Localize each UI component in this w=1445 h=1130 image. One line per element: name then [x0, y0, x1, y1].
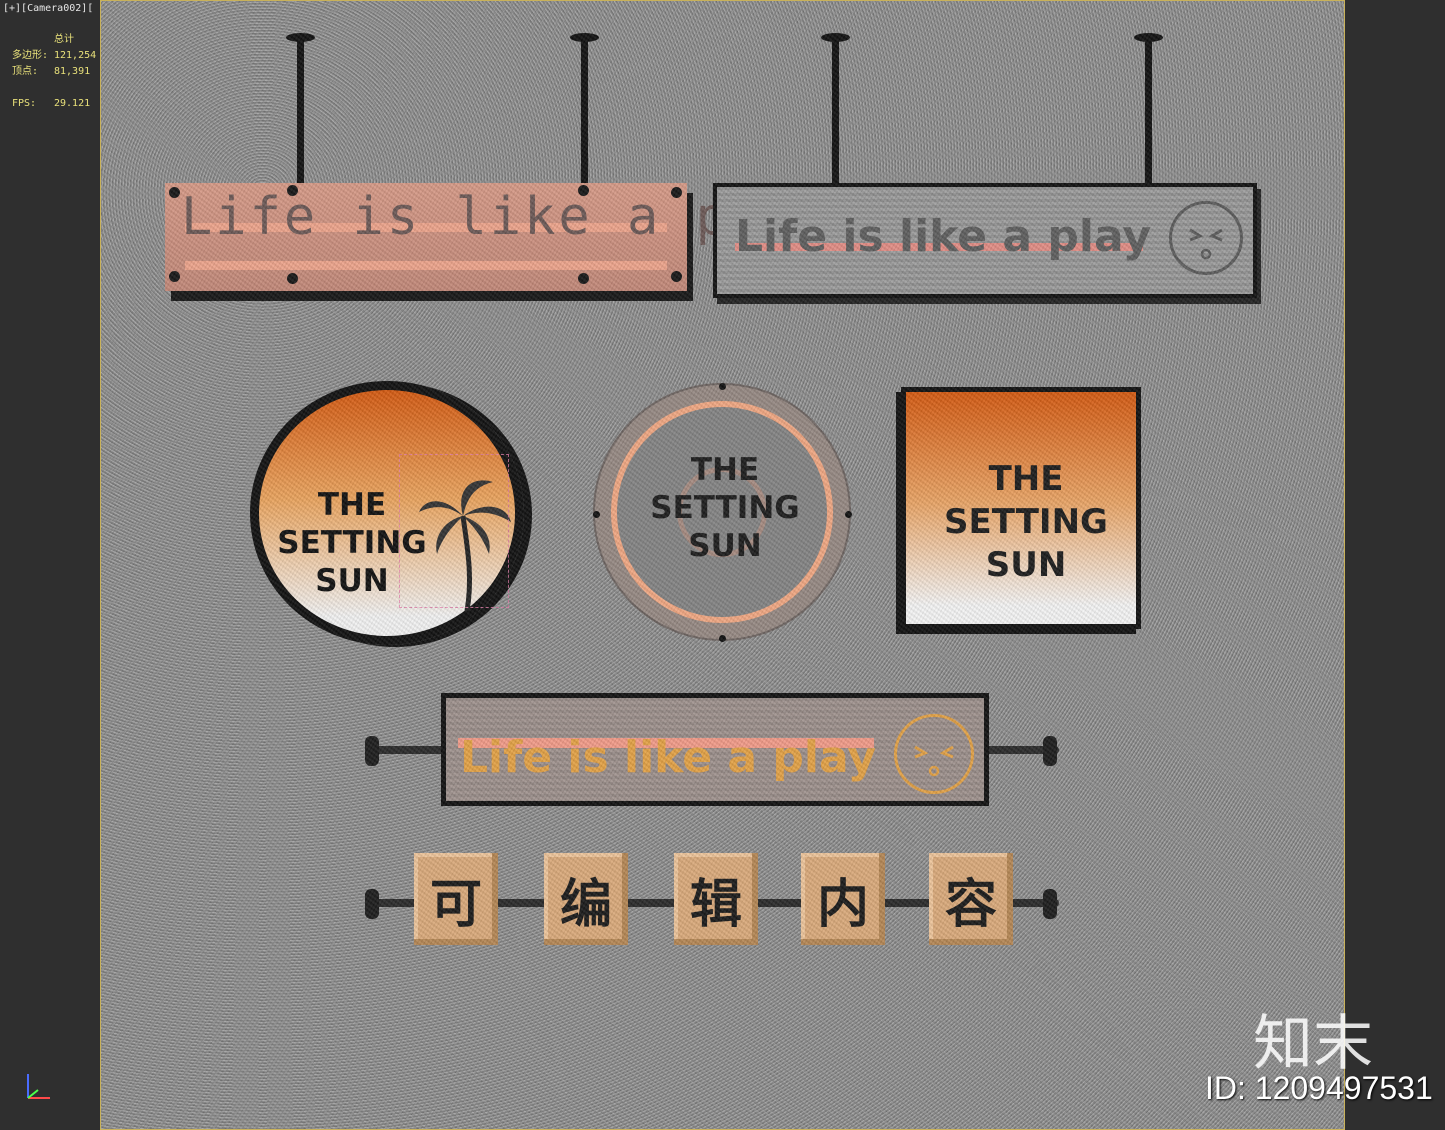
- sign-square[interactable]: THE SETTING SUN: [901, 387, 1141, 629]
- screw-dot: [169, 271, 180, 282]
- square-line1: THE: [988, 459, 1064, 499]
- hanger-rod: [1134, 33, 1163, 185]
- letter-block[interactable]: 编: [544, 853, 628, 945]
- polys-label: 多边形:: [12, 50, 49, 61]
- circle-left-line2: SETTING: [277, 525, 427, 561]
- bar-cap: [365, 889, 379, 919]
- screw-dot: [593, 511, 600, 518]
- smiley-face-icon: [894, 714, 974, 794]
- verts-value: 81,391: [54, 66, 91, 77]
- hanger-rod: [821, 33, 850, 185]
- square-line2: SETTING: [944, 502, 1108, 542]
- watermark-id: ID: 1209497531: [1205, 1070, 1433, 1106]
- bar-cap: [1043, 889, 1057, 919]
- bar-cap: [365, 736, 379, 766]
- verts-label: 顶点:: [12, 66, 39, 77]
- screw-dot: [578, 185, 589, 196]
- viewport-stats: 总计 多边形: 121,254 顶点: 81,391 FPS: 29.121: [12, 32, 96, 112]
- hanger-rod: [286, 33, 315, 185]
- stats-header: 总计: [54, 34, 74, 45]
- letter-block[interactable]: 内: [801, 853, 885, 945]
- bar-cap: [1043, 736, 1057, 766]
- watermark-logo: 知末: [1253, 1009, 1373, 1079]
- palm-tree-icon: [419, 480, 511, 612]
- fps-label: FPS:: [12, 98, 37, 109]
- circle-left-line3: SUN: [315, 563, 389, 599]
- circle-mid-line3: SUN: [688, 528, 762, 564]
- screw-dot: [671, 271, 682, 282]
- circle-mid-line2: SETTING: [650, 490, 800, 526]
- sign-top-right-text: Life is like a play: [735, 211, 1152, 262]
- screw-dot: [578, 273, 589, 284]
- sign-top-left[interactable]: Life is like a play: [165, 183, 830, 291]
- square-line3: SUN: [985, 545, 1067, 585]
- sign-circle-middle[interactable]: THE SETTING SUN: [593, 383, 852, 642]
- screw-dot: [287, 185, 298, 196]
- sign-bottom[interactable]: Life is like a play: [441, 693, 989, 806]
- camera-viewport[interactable]: Life is like a play Life is like a play …: [100, 0, 1345, 1130]
- hanger-rod: [570, 33, 599, 185]
- screw-dot: [671, 187, 682, 198]
- screw-dot: [845, 511, 852, 518]
- letter-block[interactable]: 容: [929, 853, 1013, 945]
- screw-dot: [287, 273, 298, 284]
- screw-dot: [169, 187, 180, 198]
- sign-top-right[interactable]: Life is like a play: [713, 183, 1257, 298]
- fps-value: 29.121: [54, 98, 91, 109]
- screw-dot: [719, 383, 726, 390]
- circle-mid-line1: THE: [690, 452, 760, 488]
- viewport-label[interactable]: [+][Camera002][: [3, 3, 94, 14]
- letter-block[interactable]: 可: [414, 853, 498, 945]
- polys-value: 121,254: [54, 50, 97, 61]
- smiley-face-icon: [1169, 201, 1243, 275]
- axis-gizmo-icon: [27, 1074, 50, 1099]
- sign-bottom-text: Life is like a play: [460, 732, 877, 783]
- letter-block[interactable]: 辑: [674, 853, 758, 945]
- selection-bracket: [399, 454, 509, 608]
- sign-circle-left[interactable]: THE SETTING SUN: [250, 381, 524, 645]
- circle-left-line1: THE: [317, 487, 387, 523]
- screw-dot: [719, 635, 726, 642]
